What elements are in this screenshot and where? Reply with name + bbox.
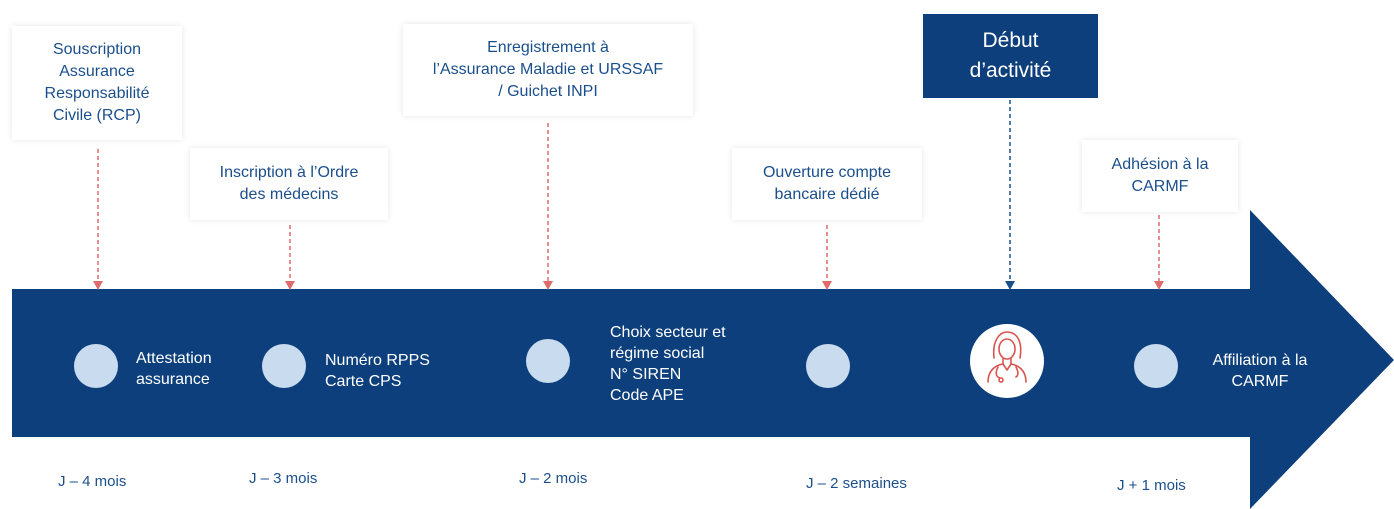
timing-j-3-mois: J – 3 mois: [249, 470, 318, 487]
box-inscription-ordre-text: Inscription à l’Ordre des médecins: [219, 164, 359, 203]
connector-ordre: [285, 225, 295, 290]
label-rpps-cps: Numéro RPPS Carte CPS: [325, 352, 430, 390]
box-souscription-rcp-text: Souscription Assurance Responsabilité Ci…: [44, 41, 150, 124]
connector-enregistrement: [543, 123, 553, 290]
box-ouverture-compte-text: Ouverture compte bancaire dédié: [762, 164, 892, 203]
milestone-circle: [262, 344, 306, 388]
box-adhesion-carmf: Adhésion à la CARMF: [1082, 140, 1238, 212]
box-debut-activite: Début d’activité: [923, 14, 1098, 98]
connector-compte: [822, 225, 832, 290]
connector-rcp: [93, 149, 103, 290]
box-debut-activite-text: Début d’activité: [969, 29, 1052, 82]
box-enregistrement-text: Enregistrement à l’Assurance Maladie et …: [432, 39, 664, 100]
milestone-circle: [526, 339, 570, 383]
doctor-icon: [970, 324, 1044, 398]
box-inscription-ordre: Inscription à l’Ordre des médecins: [190, 148, 388, 220]
label-choix-secteur: Choix secteur et régime social N° SIREN …: [610, 324, 726, 404]
milestone-circle: [74, 344, 118, 388]
box-ouverture-compte: Ouverture compte bancaire dédié: [732, 148, 922, 220]
box-enregistrement: Enregistrement à l’Assurance Maladie et …: [403, 24, 693, 116]
box-souscription-rcp: Souscription Assurance Responsabilité Ci…: [12, 26, 182, 140]
box-adhesion-carmf-text: Adhésion à la CARMF: [1111, 156, 1209, 195]
connector-debut: [1005, 100, 1015, 290]
milestone-circle: [1134, 344, 1178, 388]
timing-j-2-mois: J – 2 mois: [519, 470, 588, 487]
connector-carmf: [1154, 215, 1164, 290]
timing-j-plus-1-mois: J + 1 mois: [1117, 477, 1186, 494]
label-attestation: Attestation assurance: [136, 350, 212, 388]
timing-j-4-mois: J – 4 mois: [58, 473, 127, 490]
timing-j-2-semaines: J – 2 semaines: [806, 475, 907, 492]
milestone-circle: [806, 344, 850, 388]
timeline-arrow: [12, 210, 1394, 509]
label-affiliation-carmf: Affiliation à la CARMF: [1212, 352, 1308, 390]
